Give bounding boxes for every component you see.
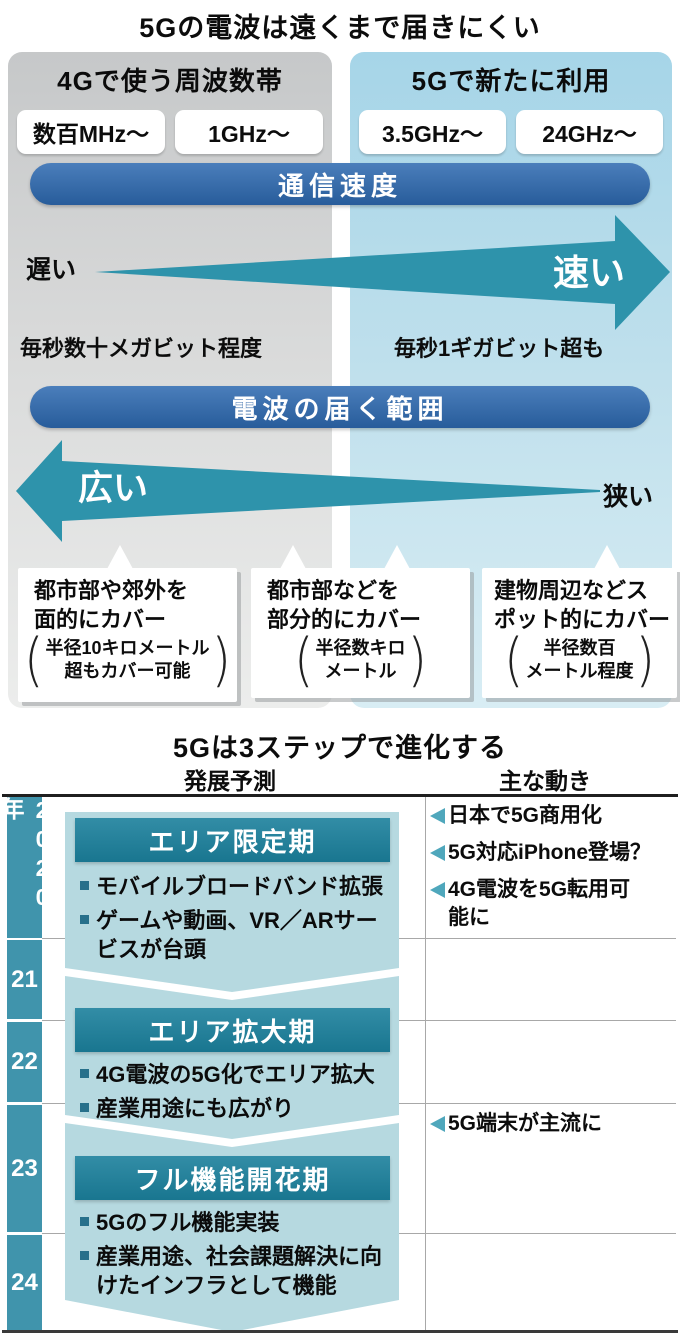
callout-heading-line: 部分的にカバー [267,606,422,632]
band-chip-4g-high: 1GHz〜 [175,110,323,154]
callout-note-line: メートル [324,661,397,682]
bullet-row: 産業用途にも広がり [80,1094,392,1123]
table-top-border [2,794,678,797]
year-label-24: 24 [7,1235,42,1330]
phase-bullets-full: 5Gのフル機能実装 産業用途、社会課題解決に向けたインフラとして機能 [80,1208,392,1305]
roadmap-title: 5Gは3ステップで進化する [172,733,508,763]
bullet-row: 4G電波の5G化でエリア拡大 [80,1060,392,1089]
band-5g-header: 5Gで新たに利用 [411,66,611,96]
year-label-2020: 2020年 [0,797,55,938]
event-item: 5G対応iPhone登場？ [430,839,672,867]
column-divider [425,797,426,1330]
forecast-header: 発展予測 [184,768,276,794]
open-paren-icon: ( [503,626,524,694]
callout-note-line: 半径10キロメートル [45,637,210,658]
bullet-row: 5Gのフル機能実装 [80,1208,392,1237]
range-banner: 電波の届く範囲 [30,386,650,428]
narrow-label: 狭い [603,483,654,511]
phase-bullets-limited: モバイルブロードバンド拡張 ゲームや動画、VR／ARサービスが台頭 [80,872,392,969]
band-chip-5g-mid: 3.5GHz〜 [359,110,506,154]
event-marker-icon [430,1116,445,1132]
year-label-23: 23 [7,1105,42,1232]
callout-pointer-icon [107,545,133,569]
callout-pointer-icon [280,545,306,569]
bullet-square-icon [80,881,89,890]
callout-heading-line: 都市部や郊外を [34,578,189,603]
phase-header-expansion: エリア拡大期 [75,1008,390,1052]
band-4g-chips: 数百MHz〜 1GHz〜 [8,110,332,154]
bullet-row: 産業用途、社会課題解決に向けたインフラとして機能 [80,1242,392,1300]
bullet-square-icon [80,1251,89,1261]
close-paren-icon: ) [635,626,656,694]
year-label-21: 21 [7,940,42,1019]
range-arrow-shape [16,440,600,542]
range-arrow [16,440,600,542]
event-text: 4G電波を5G転用可能に [448,878,631,929]
bullet-text: 産業用途にも広がり [96,1096,295,1122]
callout-heading-line: 都市部などを [267,578,400,603]
slow-label: 遅い [26,256,77,284]
bullet-row: モバイルブロードバンド拡張 [80,872,392,901]
wide-label: 広い [78,469,149,508]
speed-arrow-shape [95,215,670,330]
callout-note-line: 半径数キロ [315,637,406,658]
speed-caption-5g: 毎秒1ギガビット超も [394,336,605,361]
bullet-text: ゲームや動画、VR／ARサービスが台頭 [96,908,378,963]
bullet-row: ゲームや動画、VR／ARサービスが台頭 [80,906,392,964]
callout-heading-line: 面的にカバー [34,606,167,632]
close-paren-icon: ) [211,626,232,694]
event-marker-icon [430,845,445,861]
open-paren-icon: ( [23,626,44,694]
event-text: 5G対応iPhone登場？ [448,841,652,864]
year-label-22: 22 [7,1022,42,1102]
coverage-callout-partial: 都市部などを 部分的にカバー ( 半径数キロ メートル ) [251,568,470,698]
open-paren-icon: ( [293,626,314,694]
callout-heading-line: ポット的にカバー [494,606,671,632]
moves-header: 主な動き [499,768,591,794]
close-paren-icon: ) [407,626,428,694]
band-5g-chips: 3.5GHz〜 24GHz〜 [350,110,672,154]
event-item: 5G端末が主流に [430,1110,672,1138]
callout-pointer-icon [384,545,410,569]
coverage-callout-wide: 都市部や郊外を 面的にカバー ( 半径10キロメートル 超もカバー可能 ) [18,568,237,702]
speed-banner: 通信速度 [30,163,650,205]
bullet-square-icon [80,1217,89,1226]
phase-header-full: フル機能開花期 [75,1156,390,1200]
bullet-square-icon [80,1069,89,1078]
bullet-text: 4G電波の5G化でエリア拡大 [96,1062,375,1087]
speed-arrow [95,215,670,330]
bullet-text: モバイルブロードバンド拡張 [96,874,384,899]
bullet-text: 産業用途、社会課題解決に向けたインフラとして機能 [96,1244,383,1299]
event-marker-icon [430,808,445,824]
speed-caption-4g: 毎秒数十メガビット程度 [20,336,263,361]
band-4g-header: 4Gで使う周波数帯 [57,66,283,96]
band-chip-5g-mmwave: 24GHz〜 [516,110,663,154]
bullet-square-icon [80,915,89,925]
callout-pointer-icon [594,545,620,569]
bullet-text: 5Gのフル機能実装 [96,1210,280,1235]
fast-label: 速い [552,252,625,293]
event-item: 4G電波を5G転用可能に [430,876,648,932]
callout-note-line: 超もカバー可能 [64,661,191,682]
event-text: 5G端末が主流に [448,1112,603,1135]
coverage-callout-spot: 建物周辺などス ポット的にカバー ( 半径数百 メートル程度 ) [482,568,677,698]
radio-title: 5Gの電波は遠くまで届きにくい [139,13,541,43]
callout-note-line: 半径数百 [543,637,616,658]
event-text: 日本で5G商用化 [448,804,603,827]
phase-bullets-expansion: 4G電波の5G化でエリア拡大 産業用途にも広がり [80,1060,392,1128]
band-chip-4g-low: 数百MHz〜 [17,110,165,154]
phase-header-limited: エリア限定期 [75,818,390,862]
event-marker-icon [430,882,445,898]
bullet-square-icon [80,1103,89,1113]
callout-note-line: メートル程度 [525,661,634,682]
event-item: 日本で5G商用化 [430,802,672,830]
table-bottom-border [2,1330,678,1333]
callout-heading-line: 建物周辺などス [494,578,649,603]
